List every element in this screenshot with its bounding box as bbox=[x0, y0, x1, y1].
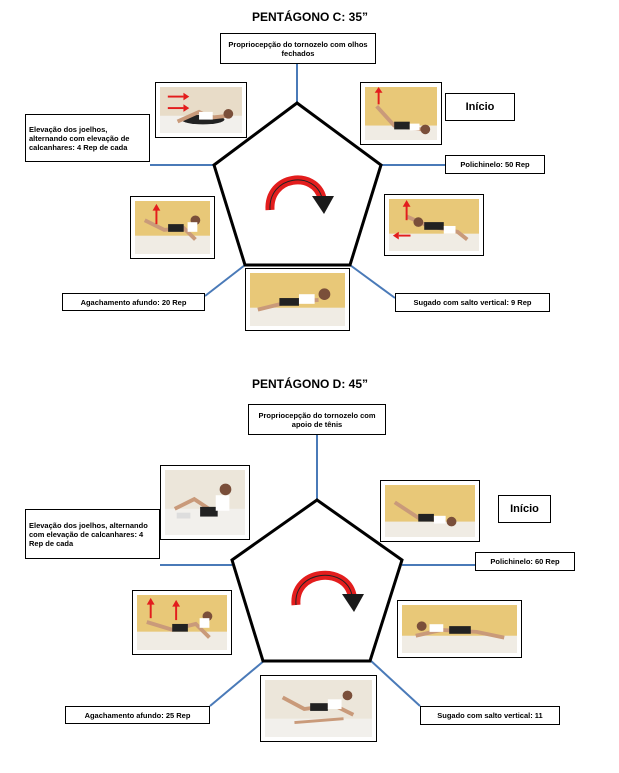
pentagon-c-photo-knee-raise bbox=[155, 82, 247, 138]
pentagon-d-inicio-badge: Início bbox=[498, 495, 551, 523]
pentagon-c-title: PENTÁGONO C: 35” bbox=[251, 10, 368, 24]
pentagon-d-bottom-left-label: Agachamento afundo: 25 Rep bbox=[65, 706, 210, 724]
pentagon-c-inicio-badge: Início bbox=[445, 93, 515, 121]
pentagon-d-photo-jumping-jack bbox=[397, 600, 522, 658]
pentagon-c-left-label: Elevação dos joelhos, alternando com ele… bbox=[25, 114, 150, 162]
pentagon-c-bottom-left-label: Agachamento afundo: 20 Rep bbox=[62, 293, 205, 311]
pentagon-c-photo-lunge bbox=[130, 196, 215, 259]
pentagon-d-photo-lunge bbox=[132, 590, 232, 655]
pentagon-d-top-label: Propriocepção do tornozelo com apoio de … bbox=[248, 404, 386, 435]
pentagon-d-left-label: Elevação dos joelhos, alternando com ele… bbox=[25, 509, 160, 559]
pentagon-d-right-label: Polichinelo: 60 Rep bbox=[475, 552, 575, 571]
pentagon-d-rotation-arrow bbox=[291, 570, 364, 612]
pentagon-d-title: PENTÁGONO D: 45” bbox=[251, 377, 368, 391]
pentagon-c-photo-proprioception bbox=[360, 82, 442, 145]
pentagon-d-photo-burpee bbox=[260, 675, 377, 742]
pentagon-c-right-label: Polichinelo: 50 Rep bbox=[445, 155, 545, 174]
pentagon-d-photo-proprioception bbox=[380, 480, 480, 542]
pentagon-c-photo-burpee bbox=[245, 268, 350, 331]
pentagon-c-top-label: Propriocepção do tornozelo com olhos fec… bbox=[220, 33, 376, 64]
pentagon-c-rotation-arrow bbox=[265, 175, 334, 214]
pentagon-c-bottom-right-label: Sugado com salto vertical: 9 Rep bbox=[395, 293, 550, 312]
pentagon-d-bottom-right-label: Sugado com salto vertical: 11 bbox=[420, 706, 560, 725]
pentagon-c-photo-jumping-jack bbox=[384, 194, 484, 256]
pentagon-d-photo-knee-raise bbox=[160, 465, 250, 540]
